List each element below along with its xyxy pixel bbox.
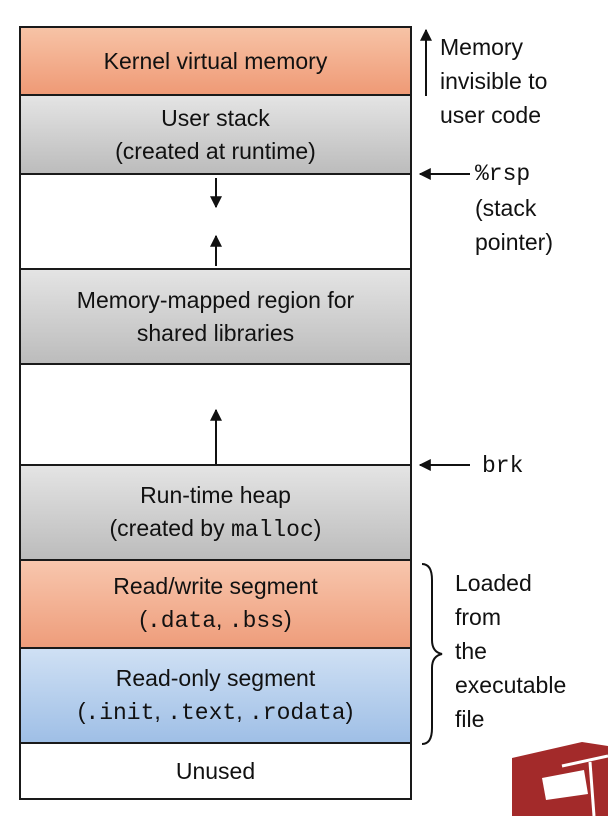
user-stack-label: User stack — [161, 104, 270, 131]
heap-sublabel: (created by malloc) — [109, 514, 322, 543]
init-section-code: .init — [85, 699, 155, 726]
rodata-section-code: .rodata — [248, 699, 346, 726]
rsp-note: %rsp (stack pointer) — [475, 157, 553, 259]
run-time-heap-segment: Run-time heap (created by malloc) — [19, 464, 412, 561]
read-write-segment: Read/write segment (.data, .bss) — [19, 559, 412, 649]
loaded-note: Loaded from the executable file — [455, 570, 567, 732]
kernel-virtual-memory-segment: Kernel virtual memory — [19, 26, 412, 96]
kernel-note: Memory invisible to user code — [440, 34, 548, 128]
heap-growth-gap — [19, 363, 412, 466]
logo-mark-icon — [512, 742, 608, 816]
ro-label: Read-only segment — [115, 664, 316, 691]
read-only-segment: Read-only segment (.init, .text, .rodata… — [19, 647, 412, 744]
data-section-code: .data — [146, 608, 216, 634]
malloc-code: malloc — [230, 516, 314, 543]
rw-sublabel: (.data, .bss) — [139, 606, 292, 634]
user-stack-sublabel: (created at runtime) — [115, 137, 316, 164]
user-stack-segment: User stack (created at runtime) — [19, 94, 412, 175]
loaded-brace — [421, 563, 443, 745]
unused-segment: Unused — [19, 742, 412, 800]
unused-label: Unused — [175, 757, 256, 784]
heap-label: Run-time heap — [140, 481, 291, 508]
text-section-code: .text — [167, 699, 237, 726]
stack-growth-gap — [19, 173, 412, 270]
brk-label: brk — [482, 453, 524, 479]
mmap-label-line2: shared libraries — [136, 319, 295, 346]
ro-sublabel: (.init, .text, .rodata) — [77, 697, 354, 726]
rsp-register: %rsp — [475, 161, 531, 187]
rw-label: Read/write segment — [113, 573, 318, 599]
kernel-label: Kernel virtual memory — [103, 47, 328, 74]
bss-section-code: .bss — [228, 608, 284, 634]
memory-mapped-region-segment: Memory-mapped region for shared librarie… — [19, 268, 412, 365]
mmap-label-line1: Memory-mapped region for — [76, 286, 355, 313]
